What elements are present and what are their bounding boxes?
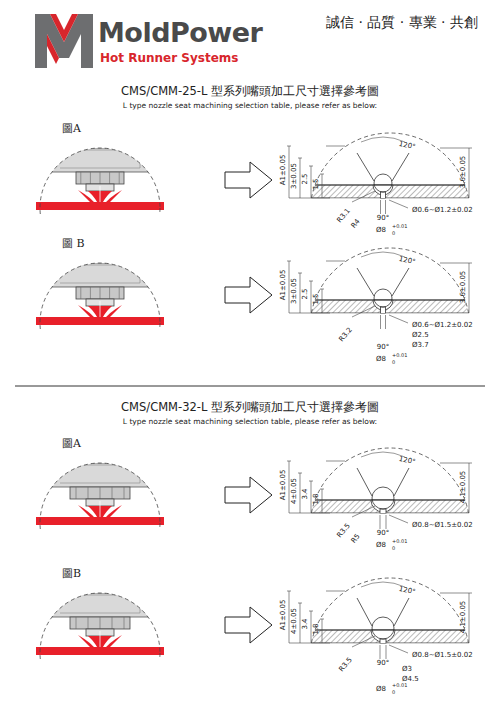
radius-label: R3.2 — [338, 327, 354, 344]
dimension-label: 4.1±0.05 — [460, 601, 467, 634]
dimension-label: 3±0.05 — [291, 163, 298, 189]
dimension-label: 1.8 — [313, 623, 320, 634]
slogan: 誠信 · 品質 · 專業 · 共創 — [326, 15, 478, 29]
section-figure — [36, 248, 490, 408]
tolerance-label: +0.01 — [392, 539, 407, 544]
dimension-label: Ø0.6~Ø1.2±0.02 — [412, 207, 473, 214]
dimension-label: Ø8 — [376, 686, 386, 693]
dimension-label: A1±0.05 — [280, 155, 287, 186]
angle-label: 120° — [398, 141, 416, 151]
dimension-label: Ø8 — [376, 356, 386, 363]
separator-line — [15, 386, 485, 387]
section-title: CMS/CMM-32-L 型系列嘴頭加工尺寸選擇參考圖 — [121, 402, 379, 414]
radius-label: R5 — [350, 533, 361, 545]
dimension-label: Ø3.7 — [412, 342, 429, 349]
dimension-label: 3.4 — [302, 488, 309, 499]
dimension-label: 4.1±0.05 — [460, 471, 467, 504]
dimension-label: Ø2.5 — [412, 332, 429, 339]
dimension-label: 2.5 — [302, 173, 309, 184]
section-subtitle: L type nozzle seat machining selection t… — [123, 418, 377, 426]
logo-mark — [35, 14, 93, 68]
angle-label: 90° — [377, 344, 389, 351]
angle-label: 90° — [377, 530, 389, 537]
angle-label: 120° — [398, 456, 416, 466]
dimension-label: 3.6±0.05 — [460, 156, 467, 189]
radius-label: R4 — [350, 218, 361, 230]
dimension-label: Ø3 — [402, 666, 412, 673]
dimension-label: Ø0.8~Ø1.5±0.02 — [412, 652, 473, 659]
section-figure — [36, 578, 490, 711]
figure-label: 圖 B — [62, 238, 85, 249]
brand-tagline: Hot Runner Systems — [100, 52, 238, 64]
figure-label: 圖A — [62, 123, 81, 134]
tolerance-label: +0.01 — [392, 224, 407, 229]
dimension-label: A1±0.05 — [280, 270, 287, 301]
brand-name: MoldPower — [98, 19, 262, 46]
dimension-label: Ø0.6~Ø1.2±0.02 — [412, 322, 473, 329]
dimension-label: Ø8 — [376, 542, 386, 549]
section-title: CMS/CMM-25-L 型系列嘴頭加工尺寸選擇參考圖 — [121, 86, 379, 98]
dimension-label: 1.5 — [313, 293, 320, 304]
section-subtitle: L type nozzle seat machining selection t… — [123, 102, 377, 110]
dimension-label: A1±0.05 — [280, 600, 287, 631]
angle-label: 120° — [398, 256, 416, 266]
dimension-label: Ø4.5 — [402, 676, 419, 683]
dimension-label: 1.8 — [313, 493, 320, 504]
dimension-label: 3±0.05 — [291, 278, 298, 304]
angle-label: 90° — [377, 660, 389, 667]
section-figure — [36, 133, 490, 293]
figure-label: 圖B — [62, 568, 81, 579]
radius-label: R3.5 — [336, 523, 352, 540]
tolerance-label: 0 — [392, 546, 395, 551]
dimension-label: 3.6±0.05 — [460, 271, 467, 304]
dimension-label: Ø8 — [376, 227, 386, 234]
dimension-label: 3.4 — [302, 618, 309, 629]
dimension-label: 4±0.05 — [291, 608, 298, 634]
radius-label: R3.1 — [336, 208, 352, 225]
tolerance-label: 0 — [392, 690, 395, 695]
dimension-label: 4±0.05 — [291, 478, 298, 504]
dimension-label: 2.5 — [302, 288, 309, 299]
dimension-label: 1.5 — [313, 178, 320, 189]
dimension-label: Ø0.8~Ø1.5±0.02 — [412, 522, 473, 529]
dimension-label: A1±0.05 — [280, 470, 287, 501]
tolerance-label: 0 — [392, 360, 395, 365]
angle-label: 90° — [377, 215, 389, 222]
tolerance-label: +0.01 — [392, 683, 407, 688]
figure-label: 圖A — [62, 438, 81, 449]
section-figure — [36, 448, 490, 608]
tolerance-label: 0 — [392, 231, 395, 236]
tolerance-label: +0.01 — [392, 353, 407, 358]
angle-label: 120° — [398, 586, 416, 596]
radius-label: R3.5 — [338, 657, 354, 674]
